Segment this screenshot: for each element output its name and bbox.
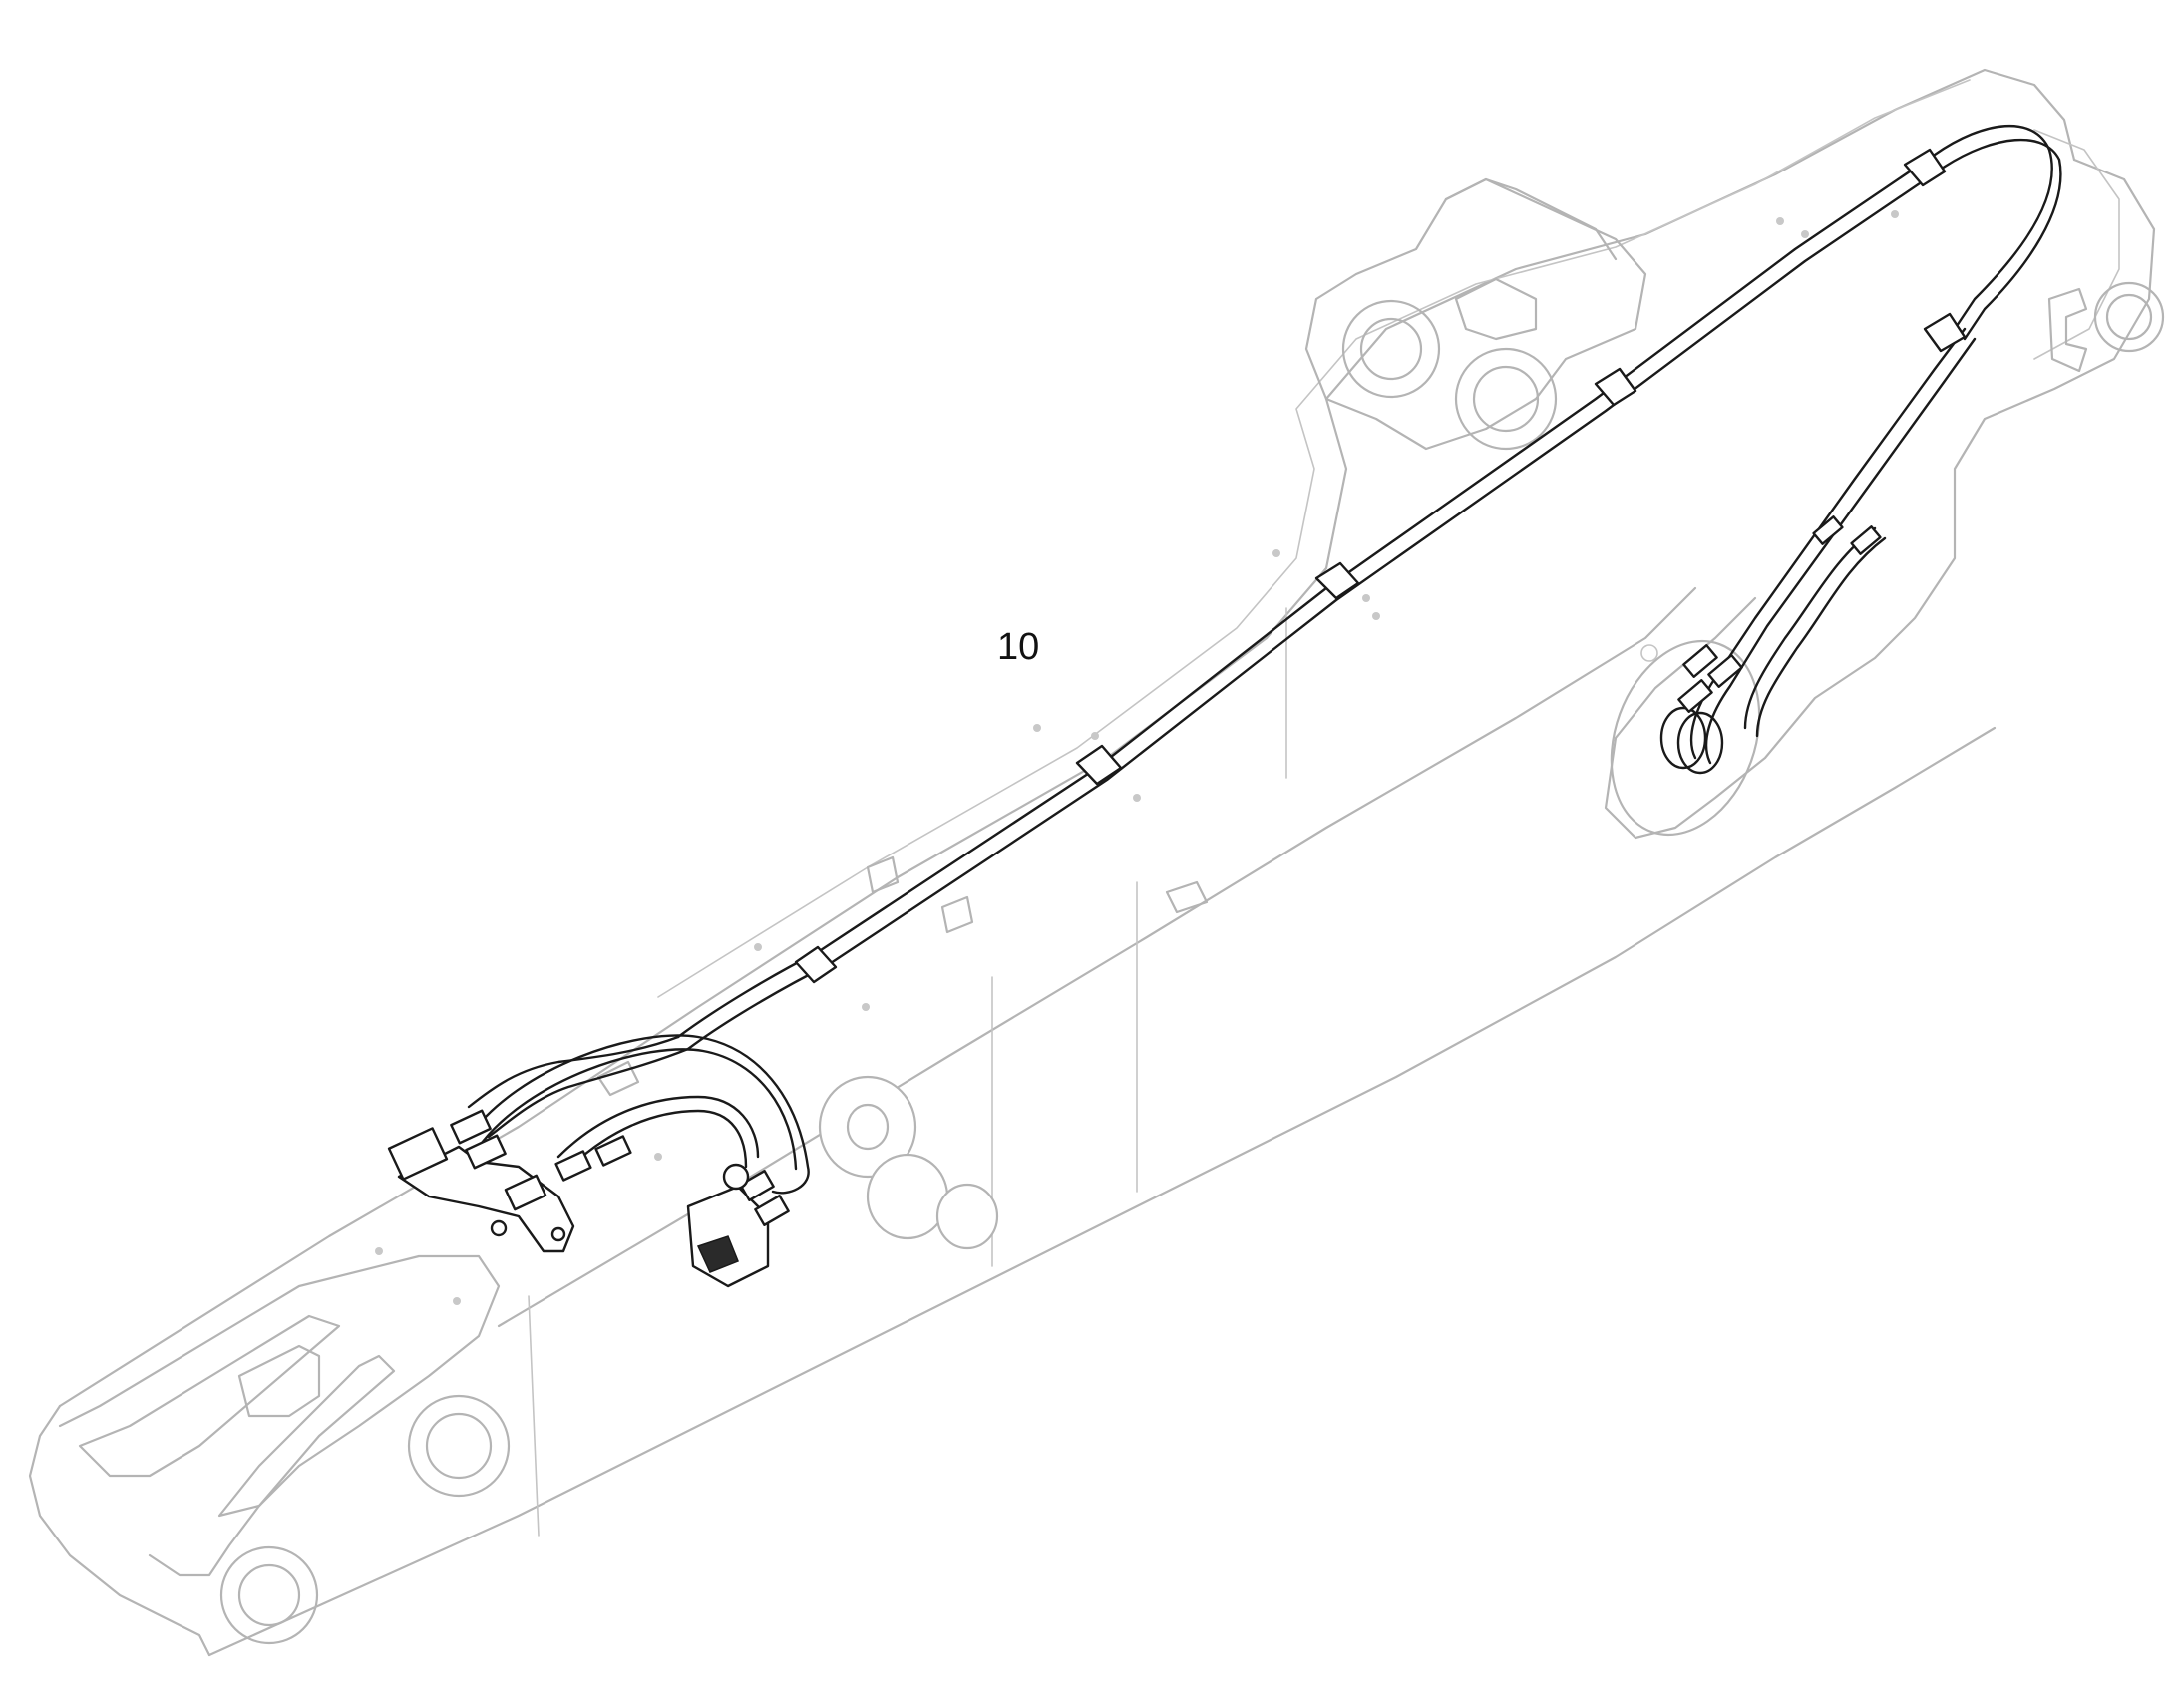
cylinder-bracket-top xyxy=(1444,177,1618,261)
panel-line-3 xyxy=(528,1295,540,1537)
head-pin-bore-inner xyxy=(2105,293,2153,341)
coupler-fitting-1 xyxy=(739,1170,775,1201)
boom-head-inner xyxy=(2033,129,2120,360)
hose-left-2 xyxy=(487,1047,690,1139)
fitting-right-3 xyxy=(1682,644,1718,678)
side-boss-1-inner xyxy=(846,1103,890,1151)
fitting-left-2 xyxy=(465,1134,507,1170)
bracket-center-web xyxy=(1454,277,1538,341)
cylinder-bracket-frame xyxy=(1304,177,1647,451)
clamp-5 xyxy=(1903,148,1947,187)
hose-loop-2 xyxy=(1676,711,1724,775)
hose-left-6 xyxy=(566,1109,748,1171)
bracket-lug-right-inner xyxy=(1472,365,1540,433)
bracket-lug-left-inner xyxy=(1359,317,1423,381)
fitting-left-3 xyxy=(504,1174,547,1211)
hose-run-upper xyxy=(676,124,2053,1039)
bracket-lug-right-outer xyxy=(1454,347,1558,451)
head-bracket xyxy=(2047,287,2088,373)
pad-2 xyxy=(940,895,974,934)
boom-top-edge xyxy=(58,68,2076,1408)
pad-3 xyxy=(1165,880,1209,914)
bracket-hole-1 xyxy=(490,1219,508,1237)
bracket-hole-2 xyxy=(550,1226,566,1242)
clamp-3 xyxy=(1314,561,1360,600)
callout-label-10: 10 xyxy=(997,626,1040,668)
fitting-right-4 xyxy=(1707,654,1743,688)
foot-side-bore-inner xyxy=(425,1412,493,1480)
hose-left-1 xyxy=(467,1035,680,1109)
fitting-right-1 xyxy=(1812,515,1844,545)
hose-assembly xyxy=(387,124,2062,1288)
foot-truss-brace-1 xyxy=(78,1314,341,1478)
pad-1 xyxy=(866,855,900,894)
hose-left-3 xyxy=(467,1034,810,1195)
pad-4 xyxy=(596,1060,640,1097)
foot-truss-brace-2 xyxy=(217,1354,396,1518)
clamp-6 xyxy=(1923,312,1967,353)
valve-block-left xyxy=(387,1127,449,1181)
fitting-left-5 xyxy=(594,1135,632,1167)
hose-left-4 xyxy=(477,1048,798,1171)
fitting-right-2 xyxy=(1850,525,1882,555)
head-pin-bore-outer xyxy=(2093,281,2165,353)
boom-side-edge xyxy=(497,586,1697,1328)
hose-run-lower xyxy=(686,138,2062,1051)
arm-cylinder-boss xyxy=(1610,639,1761,837)
fitting-left-4 xyxy=(554,1150,592,1182)
hose-clamps xyxy=(794,148,1967,984)
foot-end-outline xyxy=(28,1404,211,1657)
hose-left-5 xyxy=(556,1095,760,1159)
boom-head-end xyxy=(1604,158,2156,840)
coupler-nut xyxy=(722,1163,750,1191)
hose-descent-4 xyxy=(1755,536,1887,738)
fitting-right-5 xyxy=(1677,679,1713,713)
small-pin xyxy=(1640,644,1658,662)
bracket-lug-left-outer xyxy=(1341,299,1441,399)
foot-truss-outer xyxy=(58,1254,501,1577)
hose-descent-1 xyxy=(1689,327,1967,760)
foot-side-bore-outer xyxy=(407,1394,511,1498)
boom-structure xyxy=(28,68,2165,1657)
coupler-fitting-2 xyxy=(754,1195,790,1226)
foot-pin-bore-inner xyxy=(237,1563,301,1627)
clamp-1 xyxy=(794,945,838,984)
hose-loop-1 xyxy=(1659,706,1707,770)
bolt-dots xyxy=(375,210,1899,1305)
boom-bottom-edge xyxy=(207,726,1997,1657)
hose-descent-2 xyxy=(1704,337,1977,765)
foot-truss-plate xyxy=(237,1344,321,1418)
clamp-4 xyxy=(1594,367,1637,407)
boom-top-rim xyxy=(657,79,1971,998)
fitting-left-1 xyxy=(450,1109,492,1145)
side-boss-3 xyxy=(935,1183,999,1250)
hose-descent-3 xyxy=(1743,526,1877,730)
multi-coupler-face xyxy=(696,1235,739,1273)
side-boss-2 xyxy=(866,1153,949,1240)
side-boss-1 xyxy=(818,1075,917,1179)
clamp-2 xyxy=(1075,744,1123,786)
foot-pin-bore-outer xyxy=(219,1545,319,1645)
